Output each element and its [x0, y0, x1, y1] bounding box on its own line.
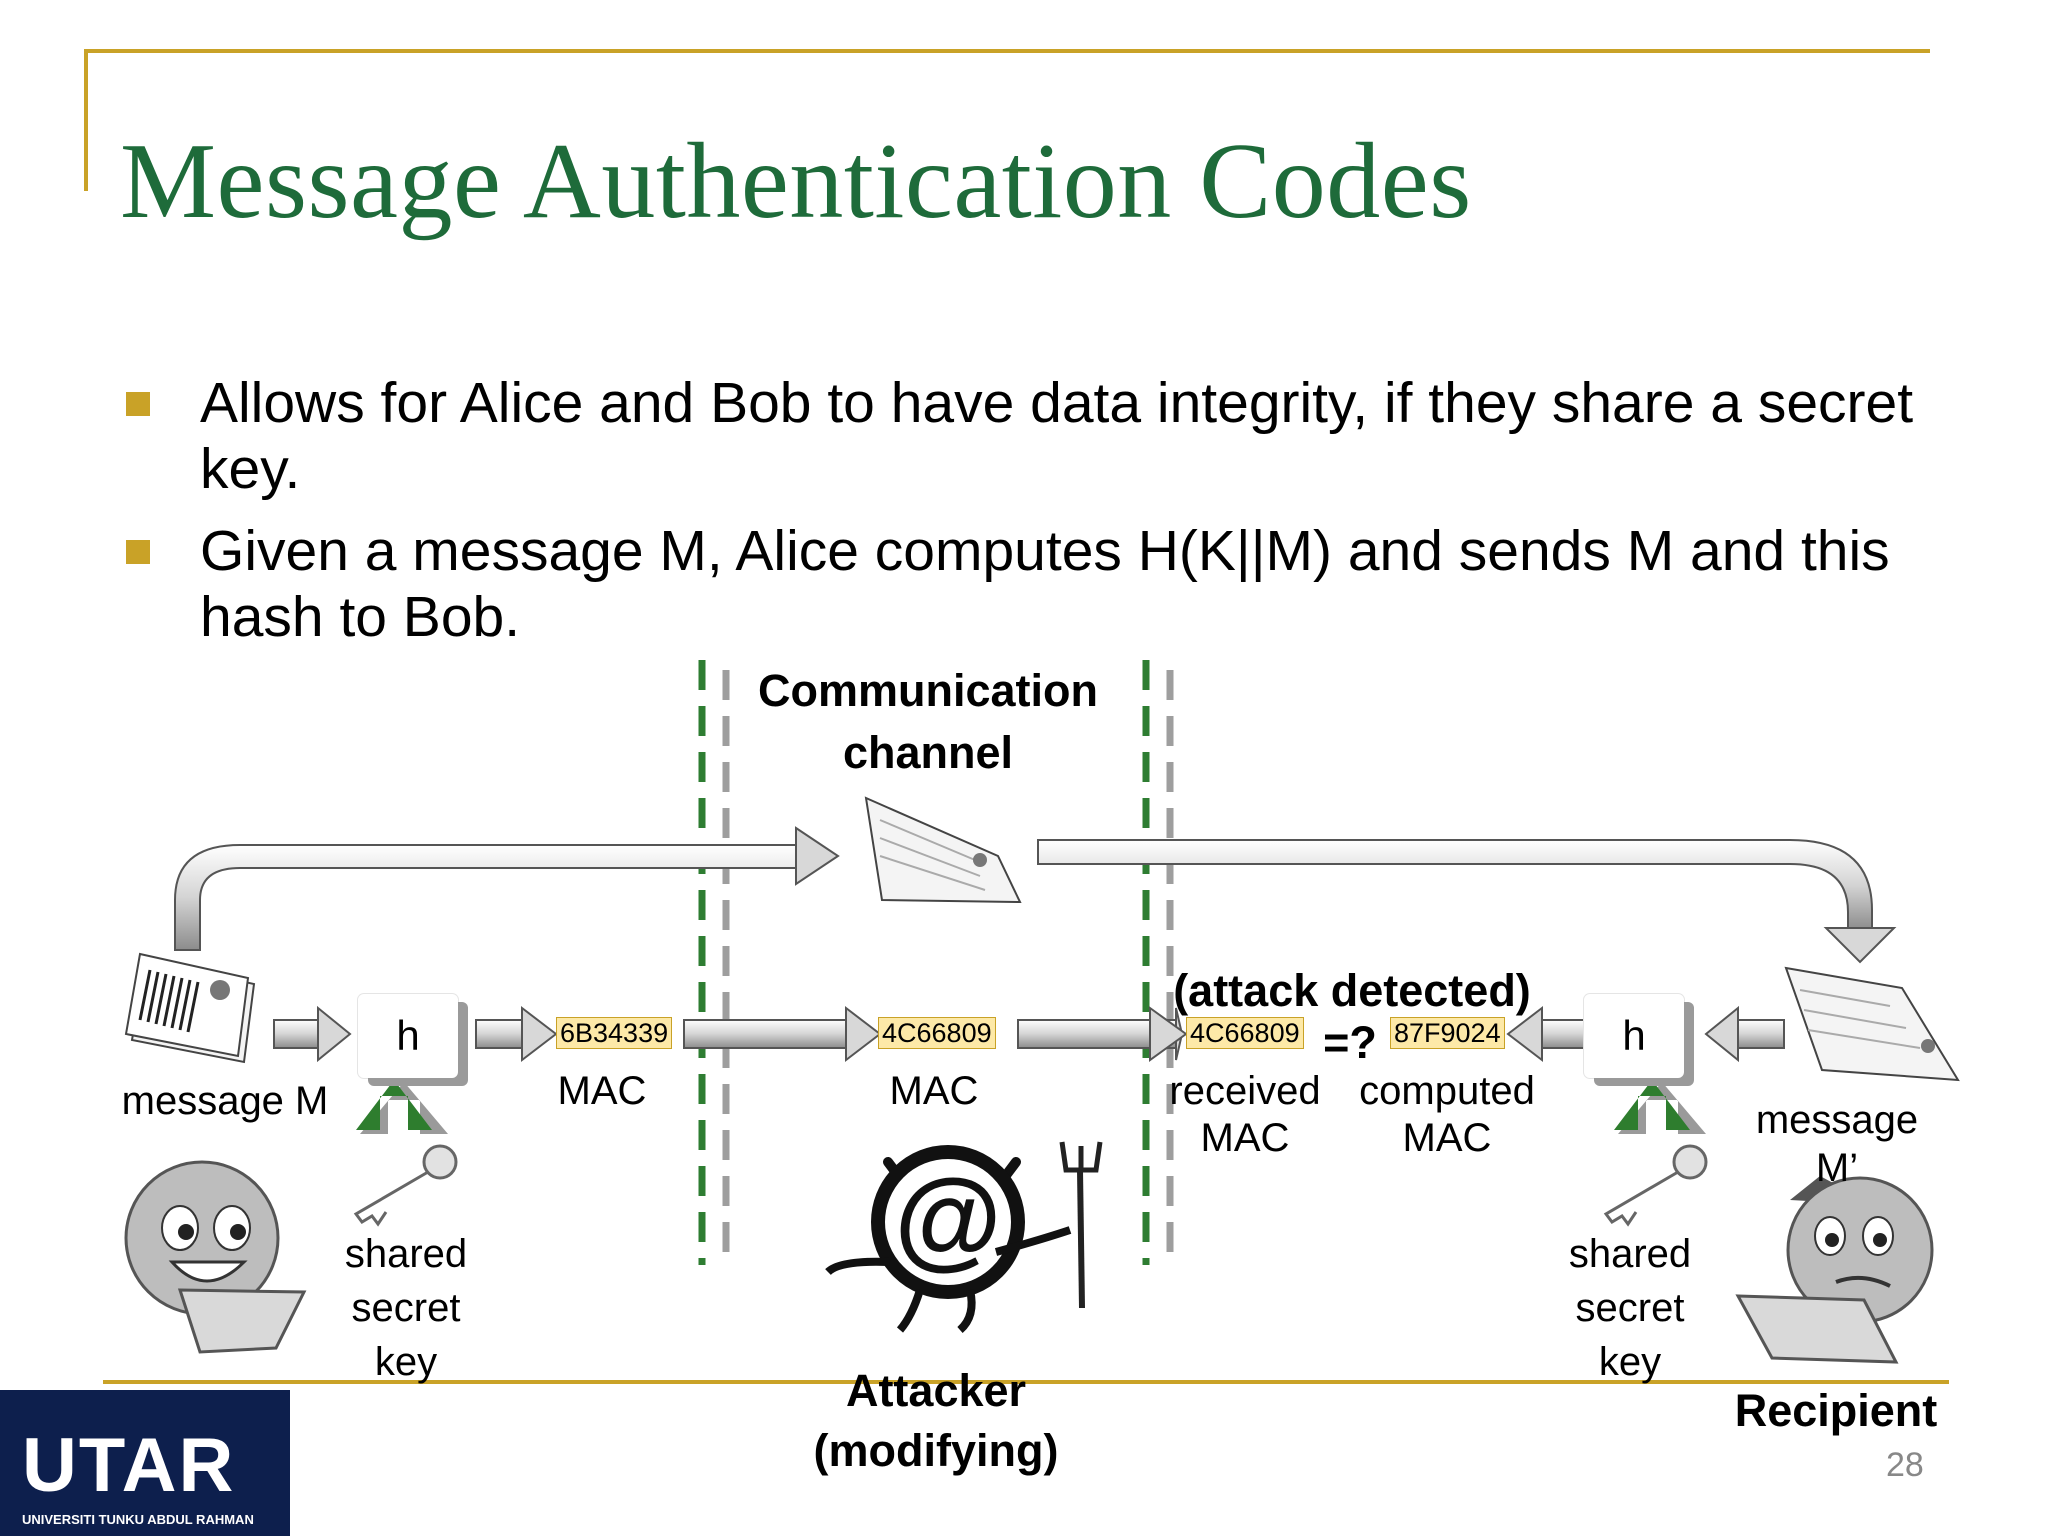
mac-value-channel: 4C66809 — [878, 1017, 996, 1049]
message-m-label: message M — [121, 1079, 329, 1123]
channel-label-line1: Communication — [757, 665, 1098, 716]
mac-label-channel: MAC — [889, 1069, 979, 1113]
channel-label-line2: channel — [842, 727, 1014, 778]
hash-box-recipient: h — [1584, 994, 1684, 1078]
mac-pipe-right — [1017, 1006, 1188, 1062]
utar-logo: UTAR UNIVERSITI TUNKU ABDUL RAHMAN — [0, 1390, 290, 1536]
key-arrow-recipient — [1614, 1080, 1706, 1134]
sender-document-icon — [124, 952, 256, 1064]
frame-bottom-line — [103, 1380, 1949, 1384]
arrow-doc-to-hash — [273, 1005, 352, 1063]
channel-boundary-right — [1142, 660, 1174, 1265]
mac-value-computed: 87F9024 — [1390, 1017, 1505, 1049]
message-pipe-right — [1037, 839, 1897, 964]
recipient-shared-key-line1: shared — [1568, 1232, 1692, 1276]
sender-shared-key-line2: secret — [351, 1286, 461, 1330]
mac-label-sender: MAC — [557, 1069, 647, 1113]
received-mac-label-line2: MAC — [1200, 1116, 1290, 1160]
received-mac-label-line1: received — [1169, 1069, 1321, 1113]
arrow-hash-to-computed — [1506, 1005, 1585, 1063]
recipient-shared-key-line3: key — [1598, 1340, 1662, 1384]
hash-box-sender: h — [358, 994, 458, 1078]
utar-logo-subtext: UNIVERSITI TUNKU ABDUL RAHMAN — [22, 1512, 254, 1527]
sender-shared-key-line1: shared — [344, 1232, 468, 1276]
compare-symbol: =? — [1323, 1017, 1377, 1068]
channel-boundary-left — [698, 660, 730, 1265]
arrow-doc-to-hash-recipient — [1704, 1005, 1785, 1063]
bullet-marker-2 — [126, 540, 150, 564]
sender-shared-key-line3: key — [374, 1340, 438, 1384]
channel-document-icon — [864, 796, 1022, 904]
frame-left-line — [84, 49, 88, 191]
frame-top-line — [84, 49, 1930, 53]
bullet-marker-1 — [126, 392, 150, 416]
bullet-text-2: Given a message M, Alice computes H(K||M… — [200, 519, 1890, 649]
recipient-label: Recipient — [1734, 1385, 1938, 1436]
message-pipe-left — [174, 826, 840, 951]
attacker-label-line1: Attacker — [845, 1365, 1027, 1416]
sender-key-icon — [353, 1144, 458, 1227]
arrow-hash-to-mac — [475, 1005, 558, 1063]
computed-mac-label-line1: computed — [1359, 1069, 1535, 1113]
page-number: 28 — [1886, 1446, 1924, 1484]
recipient-shared-key-line2: secret — [1575, 1286, 1685, 1330]
mac-value-received: 4C66809 — [1186, 1017, 1304, 1049]
utar-logo-text: UTAR — [22, 1423, 236, 1508]
message-mprime-label-line1: message — [1755, 1098, 1919, 1142]
mac-pipe-left — [683, 1005, 882, 1063]
recipient-key-icon — [1603, 1144, 1708, 1227]
slide-title: Message Authentication Codes — [120, 122, 1472, 241]
key-arrow-sender — [356, 1080, 448, 1134]
mac-value-sender: 6B34339 — [556, 1017, 673, 1049]
attacker-character-icon: @ — [825, 1141, 1103, 1334]
attack-detected-label: (attack detected) — [1173, 965, 1531, 1016]
computed-mac-label-line2: MAC — [1402, 1116, 1492, 1160]
sender-character-icon — [124, 1160, 307, 1354]
message-mprime-label-line2: M’ — [1815, 1146, 1859, 1190]
attacker-label-line2: (modifying) — [813, 1425, 1059, 1476]
recipient-document-icon — [1784, 966, 1960, 1082]
bullet-text-1: Allows for Alice and Bob to have data in… — [200, 371, 1914, 501]
svg-text:@: @ — [894, 1157, 1001, 1280]
recipient-character-icon — [1735, 1176, 1934, 1364]
